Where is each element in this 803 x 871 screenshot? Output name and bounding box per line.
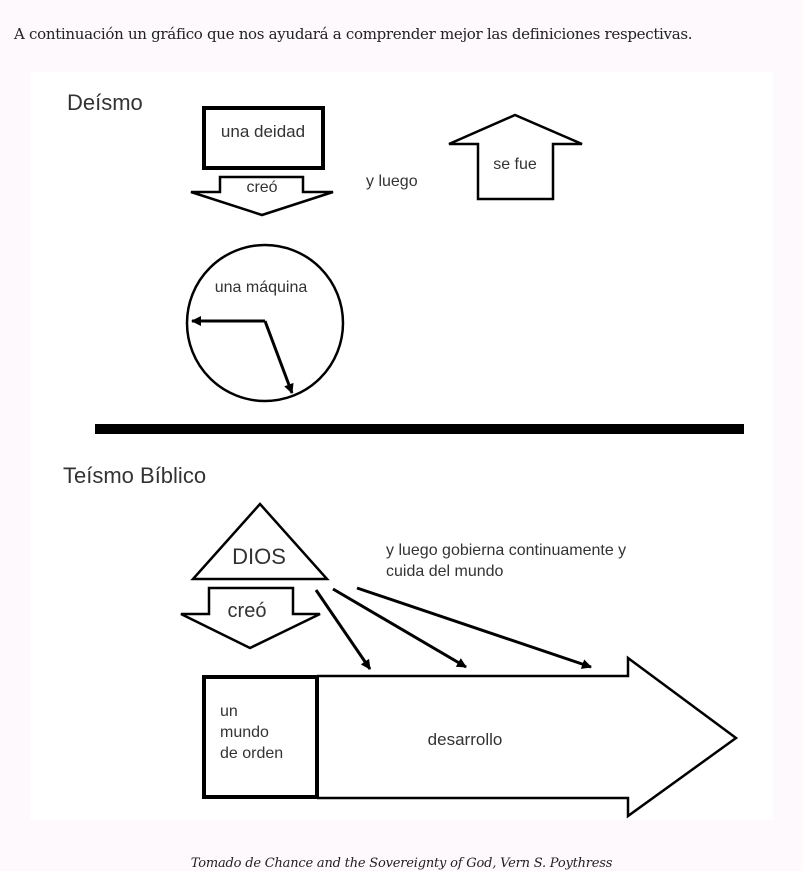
deity-box: una deidad <box>202 106 325 170</box>
deism-title: Deísmo <box>67 90 143 115</box>
theism-created-label: creó <box>228 600 267 622</box>
world-label-line1: un <box>220 703 238 720</box>
theism-title: Teísmo Bíblico <box>63 463 206 488</box>
left-up-arrow: se fue <box>448 113 583 201</box>
world-box: un mundo de orden <box>202 675 319 799</box>
deism-then-text: y luego <box>366 173 418 190</box>
development-arrow: desarrollo <box>317 655 739 819</box>
section-divider <box>95 424 744 434</box>
god-label: DIOS <box>232 544 286 569</box>
theism-created-arrow: creó <box>180 586 321 650</box>
deism-created-label: creó <box>246 179 277 196</box>
care-arrow-2 <box>332 587 467 669</box>
world-label-line2: mundo <box>220 724 269 741</box>
world-label-line3: de orden <box>220 745 283 762</box>
deity-box-label: una deidad <box>221 122 305 141</box>
intro-text: A continuación un gráfico que nos ayudar… <box>14 25 693 43</box>
governs-text-line1: y luego gobierna continuamente y <box>386 542 626 559</box>
god-triangle: DIOS <box>190 502 330 581</box>
governs-text-line2: cuida del mundo <box>386 563 504 580</box>
clock-hand-down <box>263 320 294 394</box>
care-arrow-1 <box>314 589 372 670</box>
development-label: desarrollo <box>428 730 503 749</box>
deism-created-arrow: creó <box>190 175 334 217</box>
care-arrow-3 <box>356 586 592 669</box>
machine-label: una máquina <box>215 279 308 296</box>
left-label: se fue <box>493 156 537 173</box>
machine-clock: una máquina <box>185 243 345 403</box>
